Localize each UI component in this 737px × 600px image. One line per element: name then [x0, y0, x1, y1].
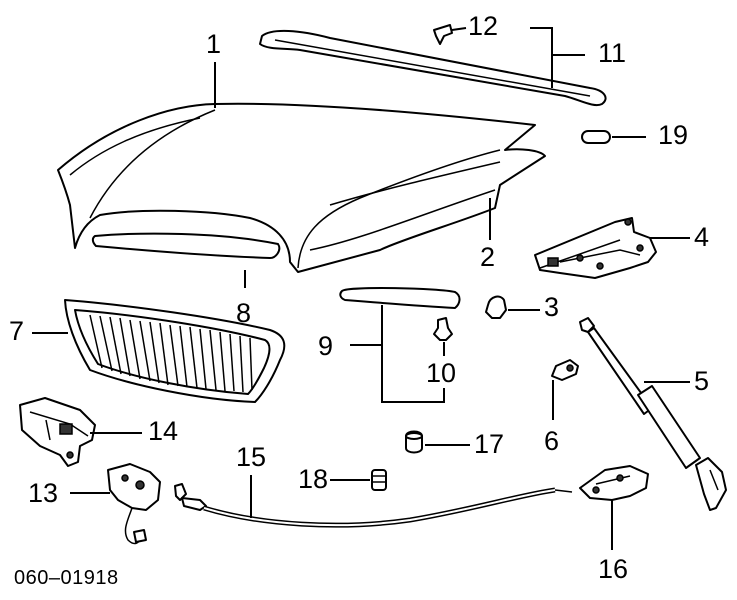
- callout-7: 7: [9, 316, 25, 346]
- callout-16: 16: [598, 554, 629, 584]
- part-13-latch: [107, 463, 187, 545]
- part-6-bolt: [551, 359, 579, 381]
- callout-4: 4: [694, 222, 710, 252]
- callout-5: 5: [694, 366, 710, 396]
- callout-13: 13: [28, 478, 59, 508]
- part-16-release-handle: [579, 465, 649, 501]
- callout-15: 15: [236, 442, 267, 472]
- part-11-hood-seal: [259, 29, 607, 106]
- part-18-stop: [371, 469, 387, 491]
- part-1-hood: [57, 102, 546, 273]
- part-14-latch-support: [19, 397, 96, 467]
- callout-9: 9: [318, 331, 334, 361]
- callout-6: 6: [544, 426, 560, 456]
- callout-10: 10: [426, 358, 457, 388]
- part-5-lift-strut: [579, 317, 727, 511]
- part-3-clip: [485, 295, 507, 319]
- callout-17: 17: [474, 429, 505, 459]
- callout-19: 19: [658, 120, 689, 150]
- callout-1: 1: [206, 29, 222, 59]
- part-15-release-cable: [181, 487, 573, 528]
- part-17-bumper: [405, 430, 423, 454]
- leader-lines: [32, 27, 690, 550]
- callout-8: 8: [236, 298, 252, 328]
- part-7-grille: [64, 299, 286, 403]
- part-19-bumper: [581, 130, 611, 144]
- part-9-molding-strip: [339, 287, 461, 309]
- callout-3: 3: [544, 292, 560, 322]
- part-10-clip: [433, 317, 453, 341]
- callout-2: 2: [480, 242, 496, 272]
- part-4-hinge: [534, 217, 657, 279]
- diagram-code: 060–01918: [14, 567, 119, 589]
- callout-11: 11: [598, 38, 627, 68]
- callout-12: 12: [468, 11, 499, 41]
- callout-18: 18: [298, 464, 329, 494]
- part-12-clip: [433, 24, 453, 45]
- callout-14: 14: [148, 416, 179, 446]
